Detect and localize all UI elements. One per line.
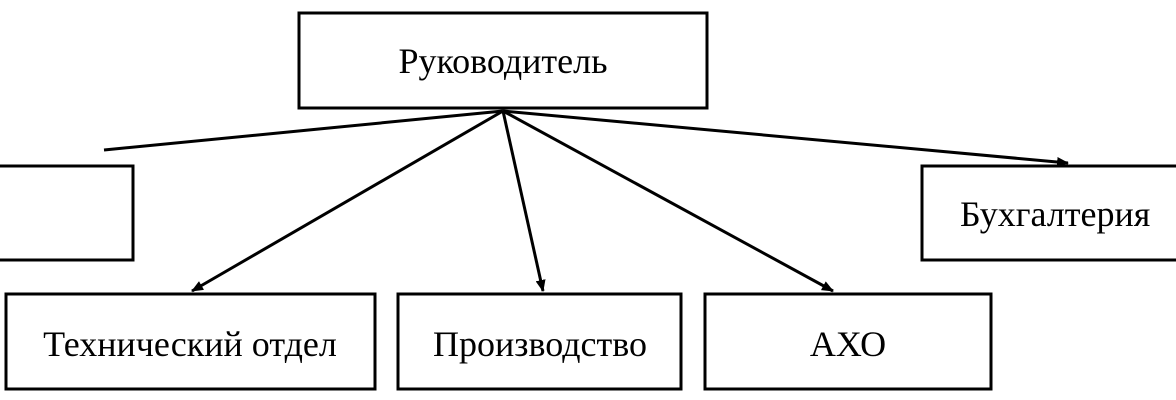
edges (103, 109, 1069, 293)
edge-head-to-left-partial (103, 109, 504, 152)
node-aho-box (703, 292, 993, 391)
edge-head-to-production (501, 110, 546, 292)
node-accounting-box (920, 164, 1176, 262)
node-production-box (396, 292, 683, 391)
edge-head-to-aho (502, 109, 834, 293)
node-tech: Технический отдел (4, 292, 377, 391)
node-aho: АХО (703, 292, 993, 391)
node-head: Руководитель (297, 11, 709, 110)
node-left-partial-box (0, 164, 135, 262)
node-tech-box (4, 292, 377, 391)
node-tech-label: Технический отдел (43, 324, 337, 364)
node-aho-label: АХО (810, 324, 886, 364)
node-head-box (297, 11, 709, 110)
edge-head-to-accounting (502, 109, 1069, 167)
node-head-label: Руководитель (398, 41, 607, 81)
node-left-partial (0, 164, 135, 262)
node-production: Производство (396, 292, 683, 391)
node-accounting-label: Бухгалтерия (960, 194, 1150, 234)
node-accounting: Бухгалтерия (920, 164, 1176, 262)
edge-head-to-tech (191, 109, 504, 293)
node-production-label: Производство (433, 324, 647, 364)
